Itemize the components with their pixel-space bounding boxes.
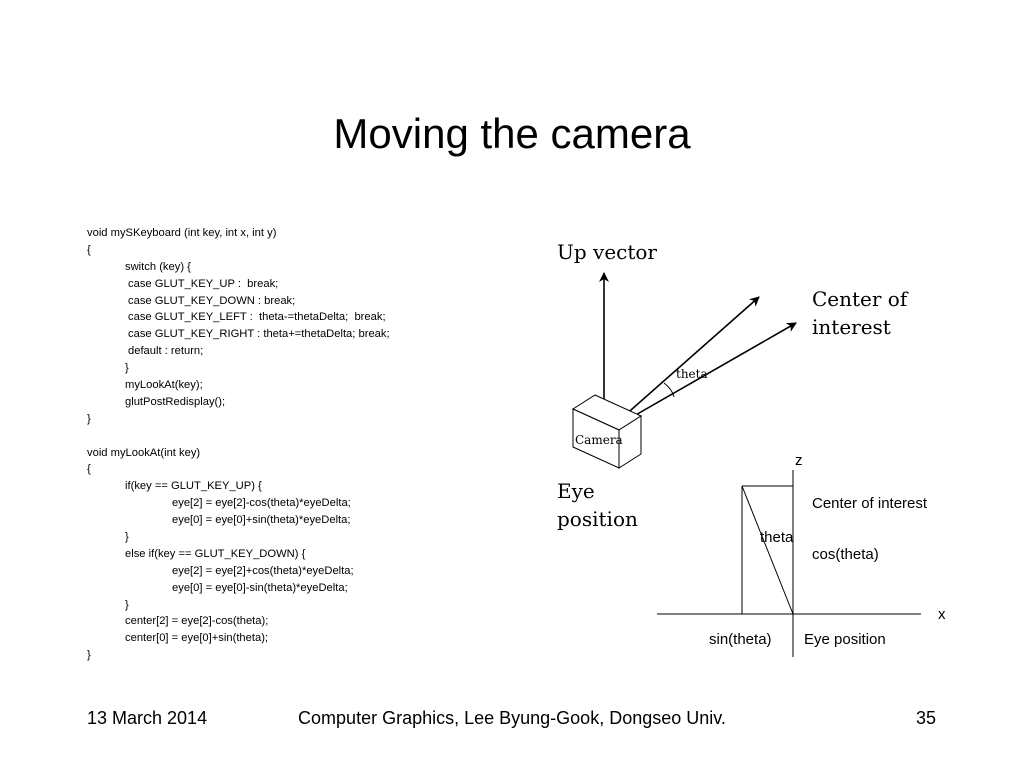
code-line: eye[0] = eye[0]-sin(theta)*eyeDelta; <box>172 581 348 594</box>
z-axis-label: z <box>795 452 803 469</box>
code-line: case GLUT_KEY_DOWN : break; <box>128 294 296 307</box>
sin-theta-label: sin(theta) <box>709 631 772 648</box>
top-diagram: Up vector Center of interest theta Camer… <box>557 240 909 531</box>
code-line: myLookAt(key); <box>125 379 203 392</box>
code-line: case GLUT_KEY_RIGHT : theta+=thetaDelta;… <box>128 328 390 341</box>
code-line: void mySKeyboard (int key, int x, int y) <box>87 227 277 239</box>
eye-position-label-line2: position <box>557 507 638 531</box>
theta-arc <box>663 382 675 398</box>
footer-date: 13 March 2014 <box>87 708 208 728</box>
cos-theta-label: cos(theta) <box>812 546 879 563</box>
code-line: case GLUT_KEY_LEFT : theta-=thetaDelta; … <box>128 311 386 324</box>
code-line: eye[2] = eye[2]+cos(theta)*eyeDelta; <box>172 564 354 577</box>
theta-bottom-label: theta <box>760 529 794 546</box>
center-of-interest-bottom-label: Center of interest <box>812 495 928 512</box>
theta-label-top: theta <box>676 367 708 381</box>
code-line: case GLUT_KEY_UP : break; <box>128 277 279 290</box>
code-line: } <box>125 362 129 375</box>
code-line: if(key == GLUT_KEY_UP) { <box>125 480 262 493</box>
eye-position-bottom-label: Eye position <box>804 631 886 648</box>
eye-position-label-line1: Eye <box>557 479 595 503</box>
look-arrow-2 <box>605 322 797 433</box>
code-line: void myLookAt(int key) <box>87 446 201 459</box>
code-line: else if(key == GLUT_KEY_DOWN) { <box>125 547 306 560</box>
page-number: 35 <box>915 708 936 728</box>
up-vector-label: Up vector <box>557 240 657 264</box>
code-line: eye[0] = eye[0]+sin(theta)*eyeDelta; <box>172 514 351 527</box>
code-line: eye[2] = eye[2]-cos(theta)*eyeDelta; <box>172 497 351 510</box>
code-line: { <box>87 243 91 256</box>
bottom-diagram: z x Center of interest theta cos(theta) … <box>657 452 946 657</box>
diagonal <box>741 485 794 615</box>
slide-title: Moving the camera <box>333 110 691 157</box>
code-line: glutPostRedisplay(); <box>125 395 226 408</box>
code-line: } <box>125 598 129 611</box>
code-line: } <box>87 412 91 425</box>
code-line: center[2] = eye[2]-cos(theta); <box>125 615 269 628</box>
code-line: default : return; <box>128 345 204 358</box>
code-line: { <box>87 463 91 476</box>
code-line: } <box>125 531 129 544</box>
code-line: } <box>87 649 91 662</box>
center-of-interest-label-line1: Center of <box>812 287 909 311</box>
look-arrow-1 <box>605 296 760 433</box>
camera-label: Camera <box>575 433 623 447</box>
code-block: void mySKeyboard (int key, int x, int y)… <box>87 225 390 664</box>
code-line: switch (key) { <box>125 260 191 273</box>
camera-box <box>571 394 643 469</box>
code-line: center[0] = eye[0]+sin(theta); <box>125 632 269 645</box>
footer-course: Computer Graphics, Lee Byung-Gook, Dongs… <box>298 708 726 728</box>
center-of-interest-label-line2: interest <box>812 315 891 339</box>
x-axis-label: x <box>938 606 946 623</box>
